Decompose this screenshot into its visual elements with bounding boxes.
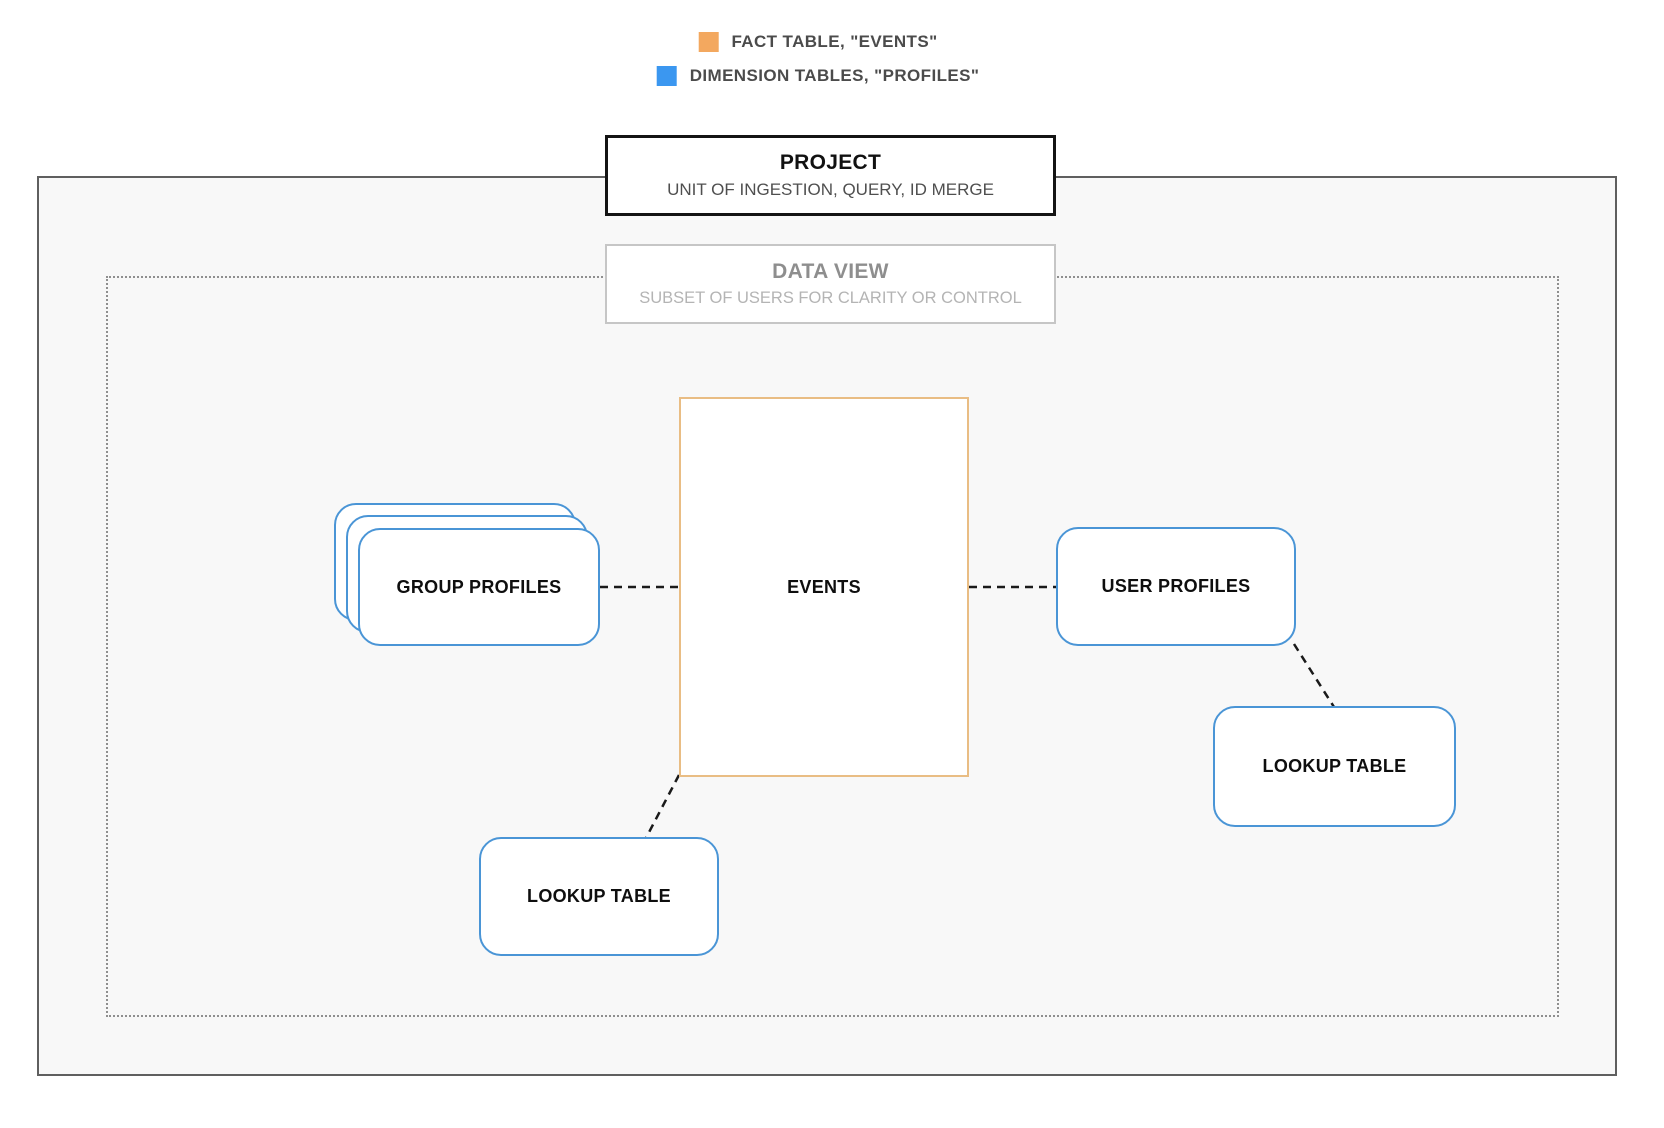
data-view-box: DATA VIEW SUBSET OF USERS FOR CLARITY OR… (605, 244, 1056, 324)
legend-label-dimension-tables: DIMENSION TABLES, "PROFILES" (689, 66, 980, 85)
node-lookup-table-bottom: LOOKUP TABLE (479, 837, 719, 956)
node-group-profiles: GROUP PROFILES (358, 528, 600, 646)
legend-item-dimension-tables: DIMENSION TABLES, "PROFILES" (656, 66, 980, 86)
fact-table-swatch-icon (698, 32, 719, 52)
node-user-profiles: USER PROFILES (1056, 527, 1296, 646)
project-title: PROJECT (779, 151, 882, 174)
node-user-profiles-label: USER PROFILES (1101, 576, 1251, 596)
data-view-title: DATA VIEW (772, 260, 889, 283)
dimension-tables-swatch-icon (656, 66, 677, 86)
node-events-label: EVENTS (787, 576, 861, 597)
data-view-subtitle: SUBSET OF USERS FOR CLARITY OR CONTROL (639, 289, 1022, 307)
node-events: EVENTS (679, 397, 969, 777)
node-group-profiles-label: GROUP PROFILES (396, 576, 562, 597)
node-lookup-table-bottom-label: LOOKUP TABLE (527, 886, 671, 906)
project-subtitle: UNIT OF INGESTION, QUERY, ID MERGE (667, 180, 994, 199)
node-lookup-table-right: LOOKUP TABLE (1213, 706, 1456, 827)
node-lookup-table-right-label: LOOKUP TABLE (1262, 756, 1407, 776)
legend-item-fact-table: FACT TABLE, "EVENTS" (698, 32, 937, 52)
legend: FACT TABLE, "EVENTS" DIMENSION TABLES, "… (656, 32, 980, 86)
project-box: PROJECT UNIT OF INGESTION, QUERY, ID MER… (605, 135, 1056, 216)
legend-label-fact-table: FACT TABLE, "EVENTS" (731, 32, 938, 51)
